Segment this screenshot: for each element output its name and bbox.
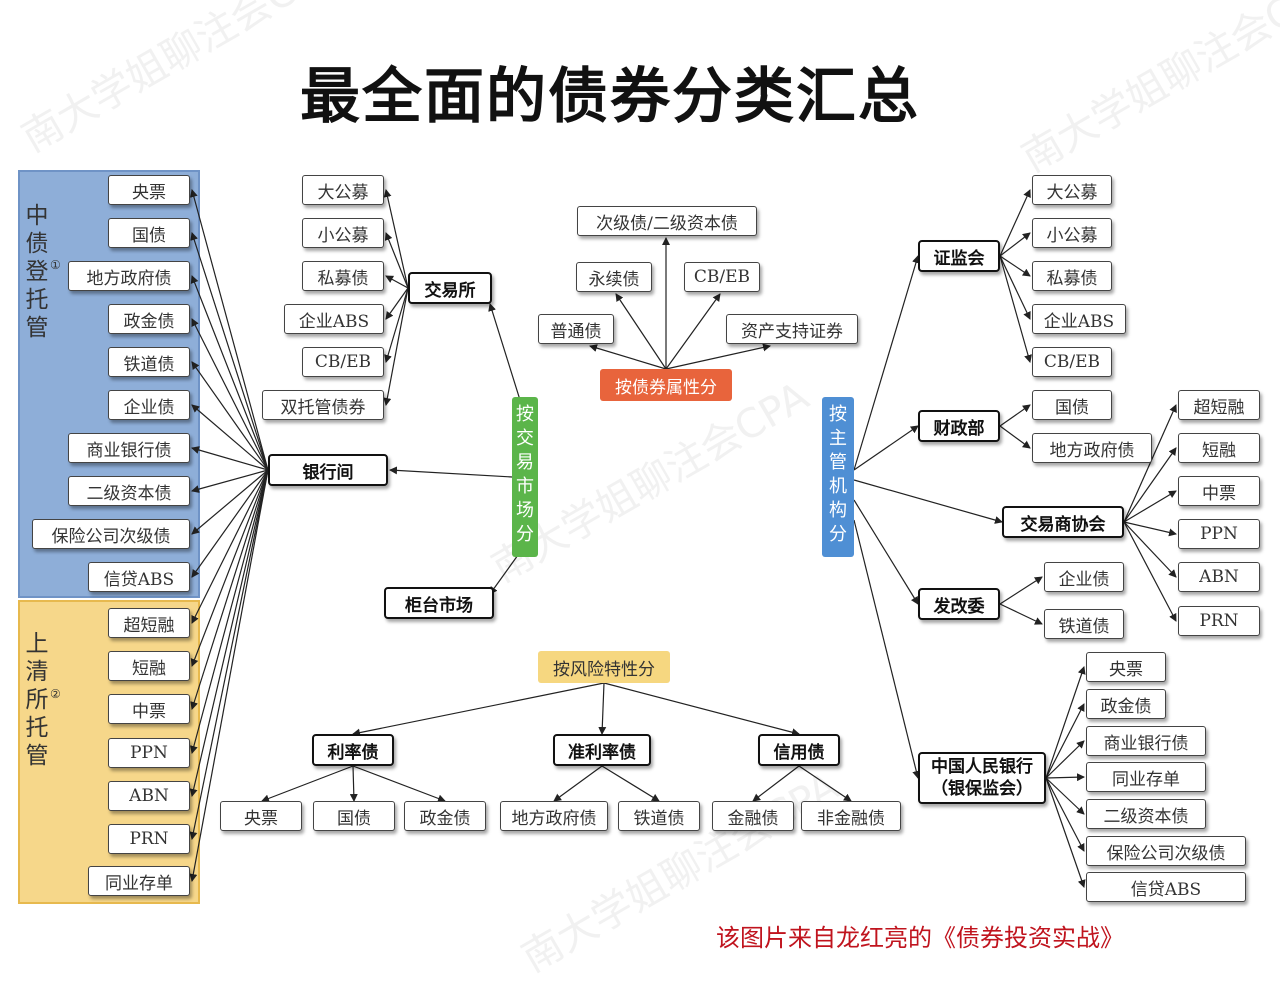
pboc-item: 同业存单 xyxy=(1086,762,1206,792)
attribute-item: 永续债 xyxy=(576,262,652,292)
shclearing-custody-label: 上清所托管 xyxy=(24,630,50,770)
cdc-item: 二级资本债 xyxy=(68,476,190,506)
interbank-node: 银行间 xyxy=(268,454,388,486)
otc-node: 柜台市场 xyxy=(384,587,494,619)
pboc-item: 央票 xyxy=(1086,652,1166,682)
mof-item: 国债 xyxy=(1032,390,1112,420)
nafmii-item: PPN xyxy=(1178,519,1260,549)
cdc-item: 保险公司次级债 xyxy=(32,519,190,549)
risk-category: 按风险特性分 xyxy=(538,651,670,683)
cdc-item: 企业债 xyxy=(108,390,190,420)
cdc-custody-label: 中债登托管 xyxy=(24,202,50,342)
cdc-item: 信贷ABS xyxy=(88,562,190,592)
pboc-item: 政金债 xyxy=(1086,689,1166,719)
ndrc-node: 发改委 xyxy=(918,588,1000,620)
attribute-category: 按债券属性分 xyxy=(600,369,732,401)
csrc-item: 企业ABS xyxy=(1032,304,1126,334)
risk-group-credit: 信用债 xyxy=(758,734,840,766)
attribute-item: 普通债 xyxy=(538,314,614,344)
pboc-item: 保险公司次级债 xyxy=(1086,836,1246,866)
connector-lines xyxy=(189,189,1177,888)
exchange-node: 交易所 xyxy=(408,272,492,304)
exchange-item: 大公募 xyxy=(302,175,384,205)
risk-item: 非金融债 xyxy=(801,801,901,831)
cdc-footnote-mark: ① xyxy=(50,258,61,272)
pboc-node-line2: （银保监会） xyxy=(931,779,1033,799)
risk-item: 地方政府债 xyxy=(500,801,608,831)
risk-group-quasi-rates: 准利率债 xyxy=(553,734,651,766)
risk-item: 铁道债 xyxy=(618,801,700,831)
csrc-item: 大公募 xyxy=(1032,175,1112,205)
attribute-item: 次级债/二级资本债 xyxy=(577,206,757,236)
risk-item: 央票 xyxy=(220,801,302,831)
mof-node: 财政部 xyxy=(918,410,1000,442)
exchange-item: 小公募 xyxy=(302,218,384,248)
nafmii-item: 超短融 xyxy=(1178,390,1260,420)
mof-item: 地方政府债 xyxy=(1032,433,1152,463)
nafmii-item: PRN xyxy=(1178,606,1260,636)
pboc-item: 信贷ABS xyxy=(1086,872,1246,902)
shclearing-footnote-mark: ② xyxy=(50,687,61,701)
exchange-item: 私募债 xyxy=(302,261,384,291)
nafmii-item: 短融 xyxy=(1178,433,1260,463)
risk-item: 国债 xyxy=(313,801,395,831)
shclearing-item: ABN xyxy=(108,781,190,811)
shclearing-item: 超短融 xyxy=(108,608,190,638)
source-note: 该图片来自龙红亮的《债券投资实战》 xyxy=(716,924,1124,952)
exchange-category: 按交易市场分 xyxy=(512,397,538,557)
ndrc-item: 铁道债 xyxy=(1044,609,1124,639)
shclearing-item: 短融 xyxy=(108,651,190,681)
pboc-node: 中国人民银行 （银保监会） xyxy=(918,752,1046,804)
cdc-item: 地方政府债 xyxy=(68,261,190,291)
cdc-item: 国债 xyxy=(108,218,190,248)
exchange-item: 双托管债券 xyxy=(262,390,384,420)
shclearing-item: 同业存单 xyxy=(88,866,190,896)
csrc-node: 证监会 xyxy=(918,240,1000,272)
risk-item: 金融债 xyxy=(712,801,794,831)
shclearing-item: PPN xyxy=(108,738,190,768)
page-title: 最全面的债券分类汇总 xyxy=(300,62,920,132)
pboc-node-line1: 中国人民银行 xyxy=(931,757,1033,777)
cdc-item: 央票 xyxy=(108,175,190,205)
regulator-category: 按主管机构分 xyxy=(822,397,854,557)
attribute-item: 资产支持证券 xyxy=(726,314,858,344)
shclearing-item: 中票 xyxy=(108,694,190,724)
cdc-item: 商业银行债 xyxy=(68,433,190,463)
shclearing-custody-label-text: 上清所托管 xyxy=(25,631,49,769)
csrc-item: 私募债 xyxy=(1032,261,1112,291)
cdc-item: 铁道债 xyxy=(108,347,190,377)
pboc-item: 商业银行债 xyxy=(1086,726,1206,756)
cdc-item: 政金债 xyxy=(108,304,190,334)
shclearing-item: PRN xyxy=(108,824,190,854)
pboc-item: 二级资本债 xyxy=(1086,799,1206,829)
risk-group-rates: 利率债 xyxy=(312,734,394,766)
ndrc-item: 企业债 xyxy=(1044,562,1124,592)
cdc-custody-label-text: 中债登托管 xyxy=(25,203,49,341)
csrc-item: CB/EB xyxy=(1032,347,1112,377)
nafmii-item: ABN xyxy=(1178,562,1260,592)
nafmii-node: 交易商协会 xyxy=(1002,506,1124,538)
nafmii-item: 中票 xyxy=(1178,476,1260,506)
exchange-item: CB/EB xyxy=(302,347,384,377)
attribute-item: CB/EB xyxy=(684,262,760,292)
csrc-item: 小公募 xyxy=(1032,218,1112,248)
risk-item: 政金债 xyxy=(404,801,486,831)
exchange-item: 企业ABS xyxy=(284,304,384,334)
